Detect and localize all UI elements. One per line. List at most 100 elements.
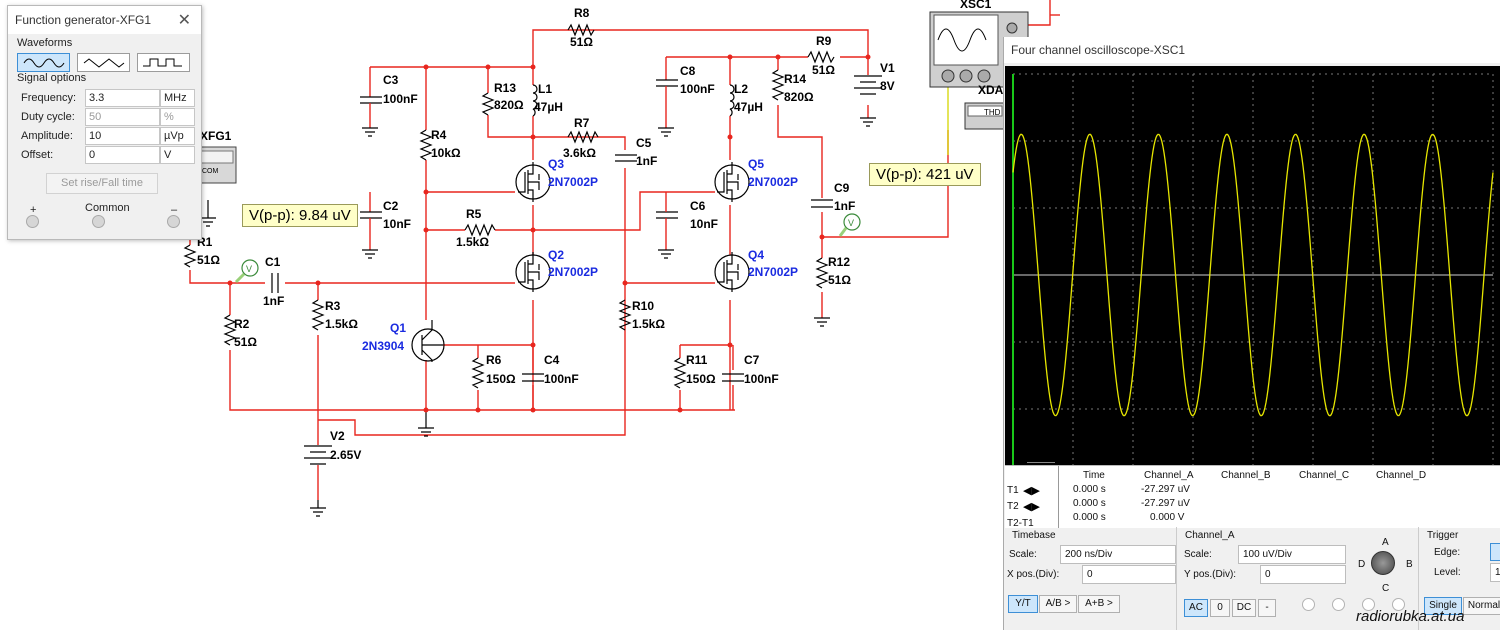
r10-ref: R10 [632,299,654,313]
c2-value: 10nF [383,217,411,231]
q5-model: 2N7002P [748,175,798,189]
coupling-minus-button[interactable]: - [1258,599,1276,617]
q4-ref: Q4 [748,248,764,262]
radio-channel-c[interactable] [1362,598,1375,611]
c3-value: 100nF [383,92,418,106]
waveform-square-button[interactable] [137,53,190,72]
r1-value: 51Ω [197,253,220,267]
xfg1-label: XFG1 [200,129,232,143]
r8-ref: R8 [574,6,590,20]
col-channel-a: Channel_A [1144,470,1194,481]
l2-value: 47µH [734,100,763,114]
q2-ref: Q2 [548,248,564,262]
t2-channel-a: -27.297 uV [1141,498,1190,509]
mode-ab-button[interactable]: A/B > [1039,595,1077,613]
amplitude-input[interactable]: 10 [85,127,160,145]
knob-label-b: B [1406,559,1413,570]
coupling-dc-button[interactable]: DC [1232,599,1256,617]
c1-ref: C1 [265,255,281,269]
y-pos-input[interactable]: 0 [1260,565,1346,584]
terminal-minus[interactable] [167,215,180,228]
fg-title: Function generator-XFG1 [8,6,201,34]
q1-ref: Q1 [390,321,406,335]
channel-scale-label: Scale: [1184,549,1212,560]
t2-time: 0.000 s [1073,498,1106,509]
signal-options-label: Signal options [17,72,87,84]
svg-text:V: V [848,218,854,228]
x-pos-input[interactable]: 0 [1082,565,1176,584]
thd-instrument-icon[interactable] [964,102,1006,130]
xsc1-label: XSC1 [960,0,992,11]
c1-value: 1nF [263,294,284,308]
coupling-ac-button[interactable]: AC [1184,599,1208,617]
t1-arrows-icon[interactable]: ◀▶ [1023,485,1040,497]
terminal-plus[interactable] [26,215,39,228]
function-generator-window[interactable]: Function generator-XFG1 ✕ Waveforms Sign… [7,5,202,240]
dt-channel-a: 0.000 V [1150,512,1185,523]
mode-a-plus-b-button[interactable]: A+B > [1078,595,1120,613]
r5-value: 1.5kΩ [456,235,489,249]
scope-title: Four channel oscilloscope-XSC1 [1004,37,1500,63]
c8-ref: C8 [680,64,696,78]
component-labels: R1 51Ω R2 51Ω R3 1.5kΩ R4 10kΩ R5 1.5kΩ … [197,6,895,462]
c9-value: 1nF [834,199,855,213]
xfg1-instrument-icon[interactable]: COM [197,146,237,184]
set-rise-fall-button[interactable]: Set rise/Fall time [46,173,158,194]
amplitude-unit-select[interactable]: µVp [160,127,195,145]
r5-ref: R5 [466,207,482,221]
r11-ref: R11 [686,353,708,367]
r9-value: 51Ω [812,63,835,77]
radio-channel-d[interactable] [1392,598,1405,611]
svg-text:COM: COM [202,168,219,175]
close-icon[interactable]: ✕ [177,12,191,29]
y-pos-label: Y pos.(Div): [1184,569,1237,580]
sweep-normal-button[interactable]: Normal [1463,597,1500,615]
frequency-unit-select[interactable]: MHz [160,89,195,107]
coupling-zero-button[interactable]: 0 [1210,599,1230,617]
frequency-input[interactable]: 3.3 [85,89,160,107]
terminal-common[interactable] [92,215,105,228]
t2-arrows-icon[interactable]: ◀▶ [1023,501,1040,513]
radio-channel-b[interactable] [1332,598,1345,611]
r3-value: 1.5kΩ [325,317,358,331]
voltmeter-probe-icons: V V [234,213,861,284]
duty-cycle-input[interactable]: 50 [85,108,160,126]
knob-label-c: C [1382,583,1390,594]
q4-model: 2N7002P [748,265,798,279]
l1-value: 47µH [534,100,563,114]
offset-unit-select[interactable]: V [160,146,195,164]
waveform-sine-button[interactable] [17,53,70,72]
dt-time: 0.000 s [1073,512,1106,523]
trigger-level-input[interactable]: 1 [1490,563,1500,582]
c6-value: 10nF [690,217,718,231]
mode-yt-button[interactable]: Y/T [1008,595,1038,613]
timebase-scale-input[interactable]: 200 ns/Div [1060,545,1176,564]
c9-ref: C9 [834,181,850,195]
sweep-single-button[interactable]: Single [1424,597,1462,615]
terminal-common-label: Common [85,202,130,214]
knob-label-a: A [1382,537,1389,548]
channel-a-trace [1012,133,1494,417]
xda-label: XDA [978,83,1004,97]
r2-value: 51Ω [234,335,257,349]
radio-channel-a[interactable] [1302,598,1315,611]
waveform-triangle-button[interactable] [77,53,130,72]
channel-scale-input[interactable]: 100 uV/Div [1238,545,1346,564]
channel-group-label: Channel_A [1185,530,1235,541]
c8-value: 100nF [680,82,715,96]
offset-input[interactable]: 0 [85,146,160,164]
t1-time: 0.000 s [1073,484,1106,495]
r12-ref: R12 [828,255,850,269]
scope-screen[interactable] [1005,66,1500,484]
channel-selector-knob-icon[interactable] [1371,551,1395,575]
r6-value: 150Ω [486,372,516,386]
trigger-edge-rising-button[interactable] [1490,543,1500,561]
q3-ref: Q3 [548,157,564,171]
r3-ref: R3 [325,299,341,313]
oscilloscope-window[interactable]: Four channel oscilloscope-XSC1 T1 T2 T2-… [1003,37,1500,630]
r10-value: 1.5kΩ [632,317,665,331]
scope-trace-canvas [1012,73,1494,477]
wires [189,0,1060,500]
trigger-label: Trigger [1427,530,1459,541]
